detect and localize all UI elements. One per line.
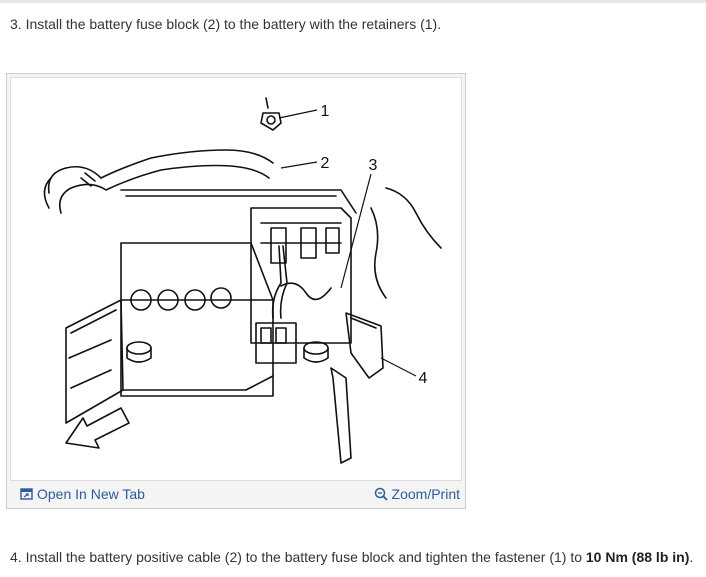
callout-4: 4 (419, 370, 428, 387)
zoom-print-label: Zoom/Print (391, 486, 460, 502)
figure-toolbar: Open In New Tab Zoom/Print (7, 483, 465, 507)
diagram-image[interactable]: 1 2 3 4 (10, 77, 462, 481)
diagram-figure: 1 2 3 4 Open In New Tab (6, 73, 466, 509)
open-new-tab-icon (20, 488, 33, 500)
step-4-instruction: 4. Install the battery positive cable (2… (10, 549, 693, 565)
open-in-new-tab-label: Open In New Tab (37, 486, 145, 502)
step-4-text: 4. Install the battery positive cable (2… (10, 549, 586, 565)
top-divider (0, 0, 706, 3)
callout-3: 3 (369, 157, 378, 174)
callout-1: 1 (321, 103, 330, 120)
step-3-instruction: 3. Install the battery fuse block (2) to… (10, 16, 441, 32)
zoom-icon (374, 487, 388, 501)
zoom-print-link[interactable]: Zoom/Print (374, 486, 460, 502)
step-4-period: . (689, 549, 694, 565)
callout-2: 2 (321, 155, 330, 172)
torque-value: 10 Nm (88 lb in) (585, 549, 690, 565)
step-3-text: 3. Install the battery fuse block (2) to… (10, 16, 442, 32)
battery-fuse-block-diagram: 1 2 3 4 (43, 97, 442, 464)
open-in-new-tab-link[interactable]: Open In New Tab (20, 486, 145, 502)
